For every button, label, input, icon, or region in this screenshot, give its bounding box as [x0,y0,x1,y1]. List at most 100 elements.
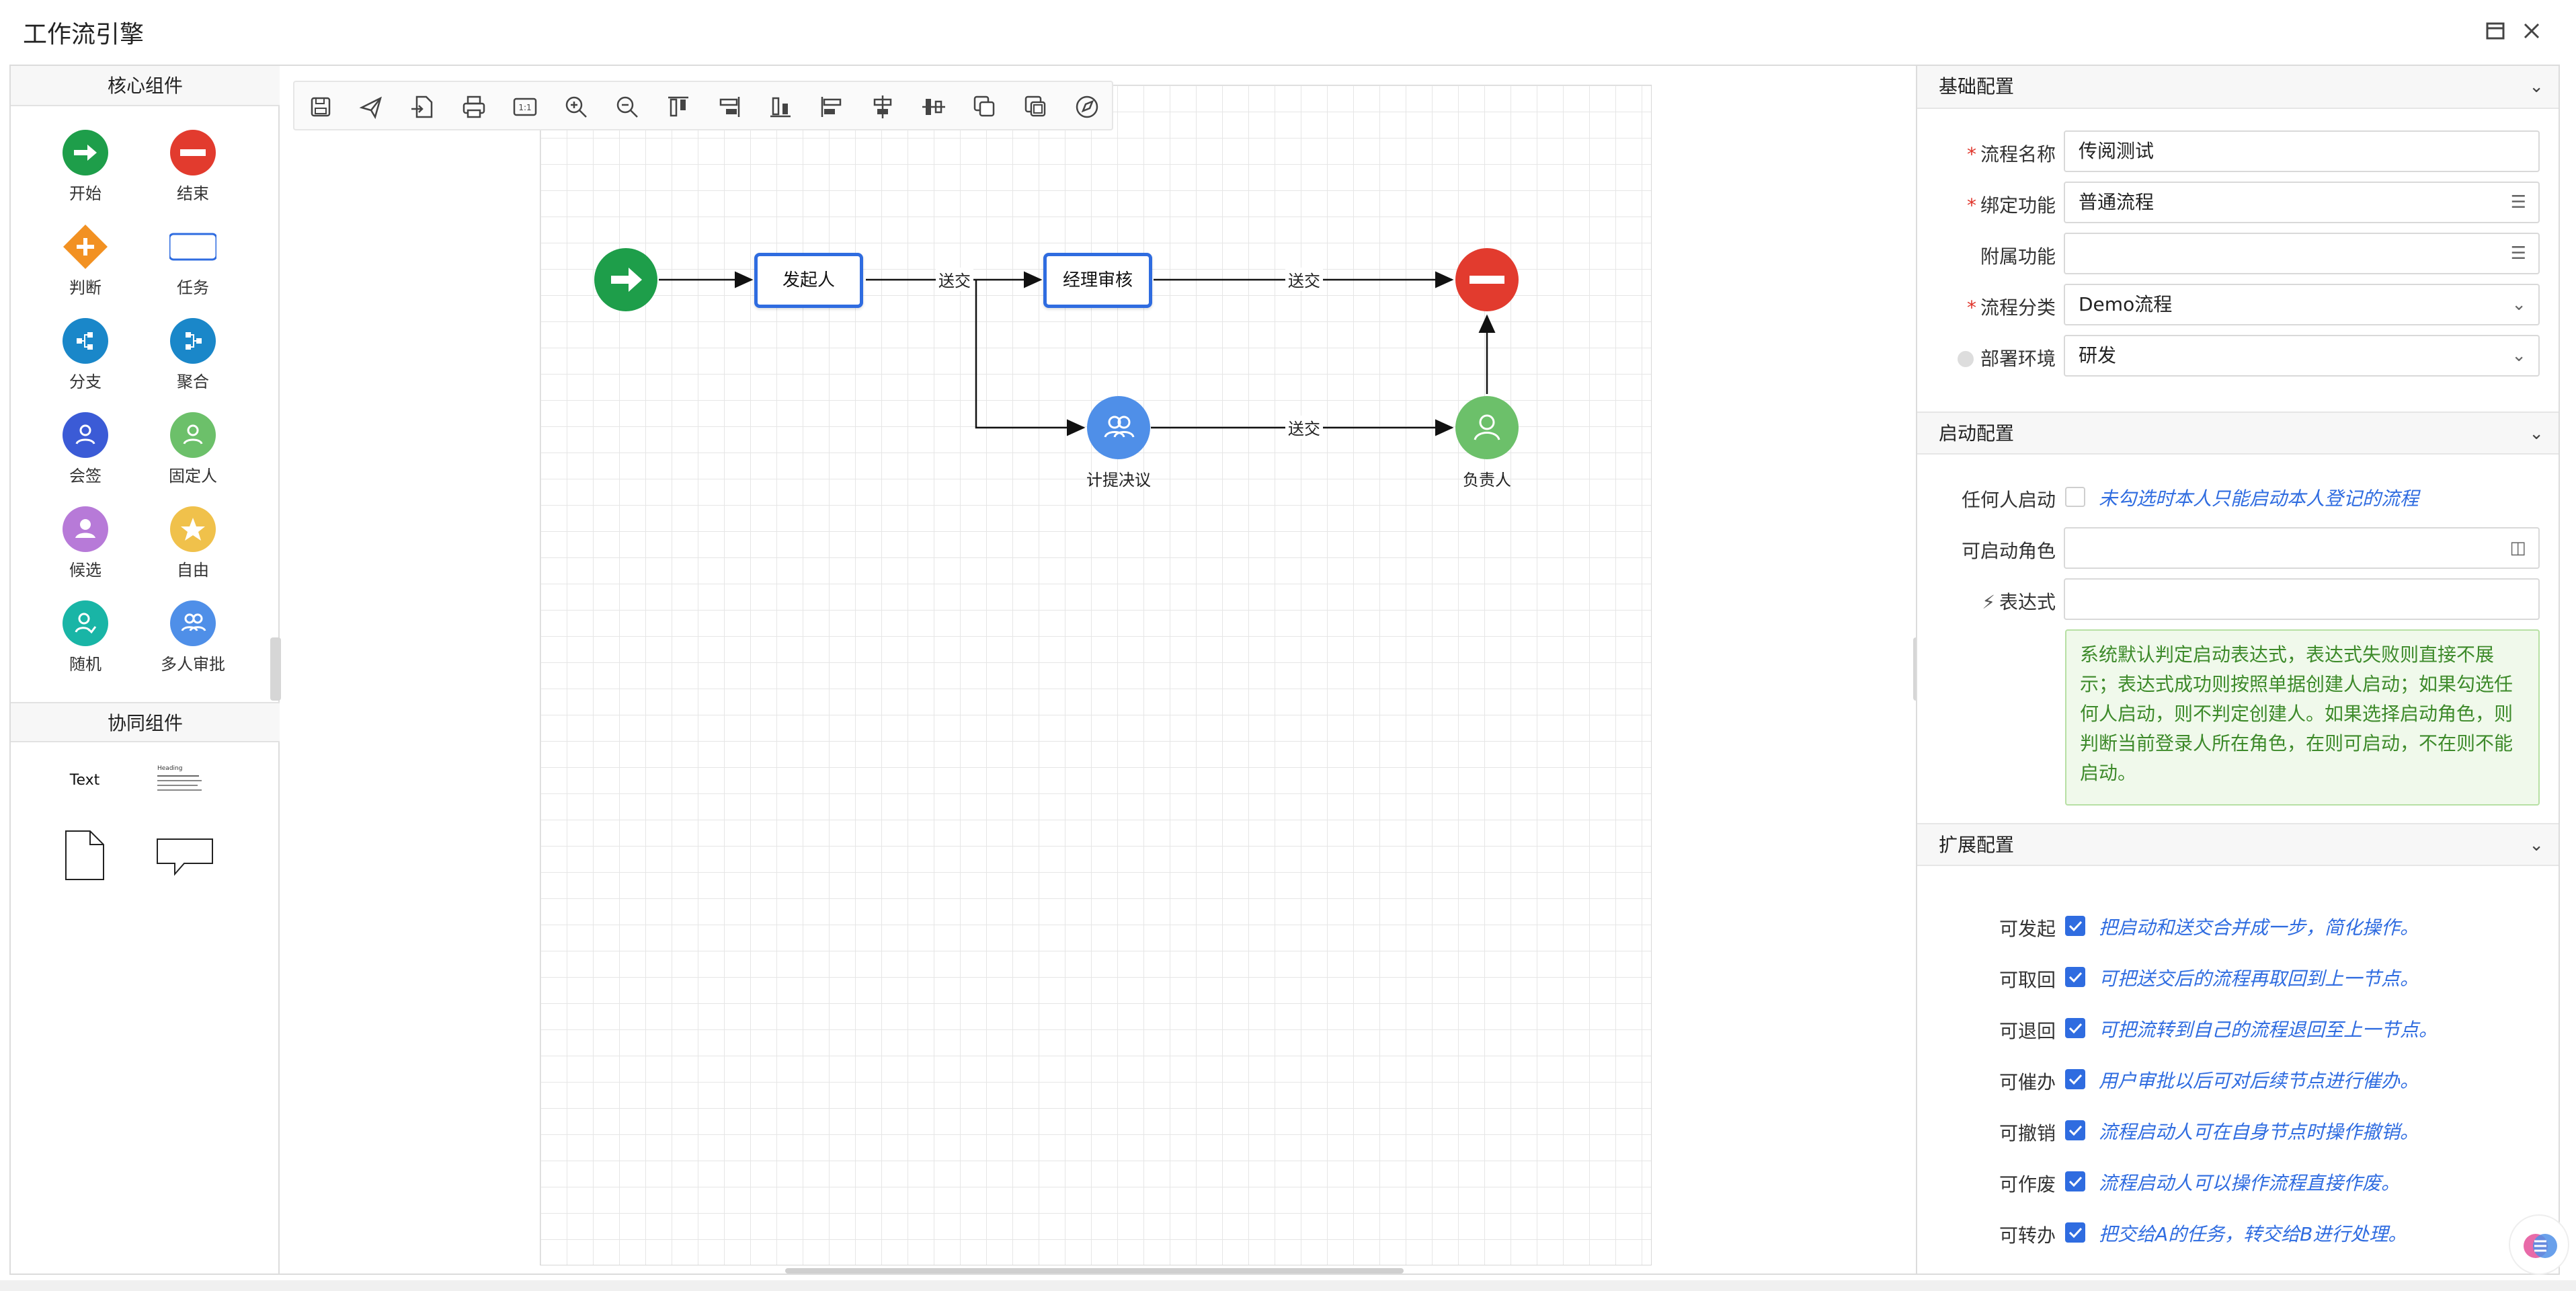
paste-icon[interactable] [1019,90,1053,124]
fixed-person-icon [169,412,216,459]
basic-config-header[interactable]: 基础配置 ⌄ [1917,66,2559,109]
svg-text:1:1: 1:1 [518,103,531,112]
palette-item-document[interactable] [58,828,112,882]
align-right-icon[interactable] [713,90,746,124]
palette-item-label: 多人审批 [161,655,225,674]
palette-item-fixed-person[interactable]: 固定人 [143,407,243,495]
node-start[interactable] [594,247,658,312]
ext-item-label: 可退回 [1999,1020,2056,1042]
can-transfer-checkbox[interactable] [2065,1222,2085,1243]
node-proposal[interactable] [1086,395,1151,460]
edge-label: 送交 [1285,416,1323,439]
diagram-canvas[interactable] [281,66,1915,1274]
start-icon [62,129,109,176]
palette-item-branch[interactable]: 分支 [35,313,136,401]
copy-icon[interactable] [968,90,1002,124]
candidate-icon [62,506,109,553]
palette-item-end[interactable]: 结束 [143,125,243,212]
align-top-icon[interactable] [661,90,695,124]
org-tree-icon[interactable]: ◫ [2509,538,2526,558]
can-retrieve-checkbox[interactable] [2065,967,2085,987]
ext-item-label: 可撤销 [1999,1122,2056,1144]
canvas-horizontal-scrollbar[interactable] [785,1268,1404,1274]
palette-item-heading[interactable]: Heading [157,765,204,795]
chevron-down-icon: ⌄ [2511,295,2526,315]
can-void-checkbox[interactable] [2065,1171,2085,1191]
ext-item-hint: 流程启动人可以操作流程直接作废。 [2099,1172,2401,1194]
navigate-icon[interactable] [1070,90,1104,124]
anyone-start-hint: 未勾选时本人只能启动本人登记的流程 [2099,487,2419,510]
align-bottom-icon[interactable] [764,90,797,124]
palette-item-text[interactable]: Text [69,772,100,789]
can-initiate-checkbox[interactable] [2065,916,2085,936]
ext-item-label: 可催办 [1999,1071,2056,1093]
zoom-out-icon[interactable] [610,90,644,124]
list-icon[interactable]: ☰ [2510,243,2526,264]
can-urge-checkbox[interactable] [2065,1069,2085,1089]
deploy-env-select[interactable]: 研发 ⌄ [2064,335,2540,377]
collab-components-title: 协同组件 [11,702,280,742]
bind-function-input[interactable]: 普通流程 ☰ [2064,182,2540,223]
end-icon [1455,248,1519,311]
core-components-title: 核心组件 [11,66,280,106]
send-icon[interactable] [355,90,389,124]
multi-approve-icon [169,600,216,647]
restore-icon[interactable] [2482,17,2509,44]
expression-label: ⚡表达式 [1982,591,2056,613]
node-proposal-label: 计提决议 [1086,471,1151,490]
anyone-start-checkbox[interactable] [2065,487,2085,507]
expression-input[interactable] [2064,578,2540,620]
process-name-input[interactable]: 传阅测试 [2064,130,2540,172]
node-owner[interactable] [1455,395,1519,460]
palette-item-task[interactable]: 任务 [143,219,243,307]
start-config-title: 启动配置 [1939,422,2015,444]
attached-function-input[interactable]: ☰ [2064,233,2540,274]
palette-item-multi-approve[interactable]: 多人审批 [143,596,243,683]
process-category-select[interactable]: Demo流程 ⌄ [2064,284,2540,325]
align-middle-icon[interactable] [917,90,951,124]
palette-item-merge[interactable]: 聚合 [143,313,243,401]
bottom-strip [0,1280,2576,1291]
assistant-icon[interactable] [2509,1214,2569,1275]
palette-item-candidate[interactable]: 候选 [35,502,136,589]
ext-item-label: 可发起 [1999,918,2056,940]
palette-item-label: 任务 [177,278,209,297]
node-initiator[interactable]: 发起人 [754,253,863,308]
palette-item-label: 分支 [69,373,102,391]
save-icon[interactable] [304,90,337,124]
bind-function-label: *绑定功能 [1966,194,2056,217]
branch-icon [62,317,109,364]
list-icon[interactable]: ☰ [2510,192,2526,212]
start-config-header[interactable]: 启动配置 ⌄ [1917,412,2559,455]
palette-item-free[interactable]: 自由 [143,502,243,589]
ext-config-header[interactable]: 扩展配置 ⌄ [1917,823,2559,866]
palette-item-random[interactable]: 随机 [35,596,136,683]
end-icon [169,129,216,176]
start-roles-input[interactable]: ◫ [2064,527,2540,569]
palette-item-callout[interactable] [155,836,215,877]
align-center-icon[interactable] [866,90,899,124]
node-end[interactable] [1455,247,1519,312]
palette-item-start[interactable]: 开始 [35,125,136,212]
align-left-icon[interactable] [815,90,848,124]
palette-item-label: 会签 [69,467,102,485]
ext-item-hint: 把启动和送交合并成一步，简化操作。 [2099,916,2419,939]
zoom-in-icon[interactable] [559,90,593,124]
edge-label: 送交 [936,268,973,291]
close-icon[interactable] [2518,17,2545,44]
actual-size-icon[interactable]: 1:1 [508,90,542,124]
palette-collapse-handle[interactable] [270,637,281,701]
palette-item-countersign[interactable]: 会签 [35,407,136,495]
can-revoke-checkbox[interactable] [2065,1120,2085,1140]
can-return-checkbox[interactable] [2065,1018,2085,1038]
palette-item-label: 判断 [69,278,102,297]
window-title: 工作流引擎 [23,21,145,48]
palette-item-decision[interactable]: 判断 [35,219,136,307]
palette-item-label: 固定人 [169,467,217,485]
import-icon[interactable] [406,90,440,124]
basic-config-title: 基础配置 [1939,75,2015,97]
print-icon[interactable] [457,90,491,124]
component-palette: 核心组件 开始 结束 判断 任务 [11,66,280,1274]
node-manager-review[interactable]: 经理审核 [1043,253,1152,308]
node-owner-label: 负责人 [1463,471,1511,490]
